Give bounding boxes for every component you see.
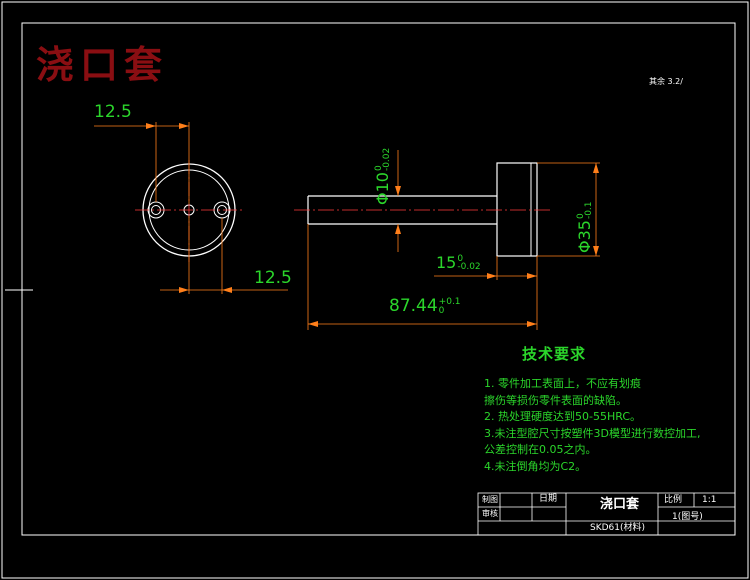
tech-requirements-title: 技术要求 [522, 345, 587, 363]
dim-head-length-tolerance: 0-0.02 [457, 254, 481, 272]
dim-total-length-lower: 0 [438, 306, 445, 316]
end-view [94, 122, 288, 294]
dim-head-diameter-text: Φ35 [575, 220, 594, 253]
tb-design-label: 制图 [482, 495, 498, 504]
drawing-title: 浇口套 [36, 42, 169, 87]
title-block [477, 492, 736, 536]
dim-bottom-arrow-left [179, 287, 189, 293]
dim-head-dia-arrow-top [593, 163, 599, 173]
dim-total-arrow-right [527, 321, 537, 327]
dim-pin-diameter-lower: -0.02 [382, 147, 392, 172]
dim-head-len-arrow-left [487, 273, 497, 279]
tb-quantity: 1(图号) [672, 512, 703, 522]
dim-top-arrow-left [146, 123, 156, 129]
dim-pin-diameter-text: Φ10 [373, 172, 392, 205]
dim-end-view-bottom-text: 12.5 [254, 268, 292, 288]
dim-pin-dia-arrow-top [395, 186, 401, 196]
dim-head-diameter-lower: -0.1 [584, 201, 594, 220]
dim-pin-diameter-group: Φ100-0.02 [373, 115, 395, 205]
dim-head-length-group: 150-0.02 [436, 253, 481, 272]
dim-head-diameter-tolerance: 0-0.1 [576, 201, 594, 220]
tech-requirement-line: 4.未注倒角均为C2。 [484, 459, 587, 473]
tb-check-label: 审核 [482, 509, 498, 518]
dim-total-length-text: 87.44 [389, 296, 438, 316]
dim-head-diameter-group: Φ350-0.1 [575, 163, 597, 253]
dim-total-length-upper: +0.1 [438, 297, 461, 307]
dim-head-dia-arrow-bottom [593, 246, 599, 256]
dim-total-arrow-left [308, 321, 318, 327]
dim-head-len-arrow-right [527, 273, 537, 279]
tech-requirement-line: 1. 零件加工表面上，不应有划痕 [484, 377, 641, 390]
tb-date-label: 日期 [539, 494, 558, 504]
dim-head-length-lower: -0.02 [457, 262, 481, 272]
tech-requirement-line: 3.未注型腔尺寸按塑件3D模型进行数控加工, [484, 426, 701, 440]
title-block-frame [477, 492, 736, 536]
tech-requirements-list: 1. 零件加工表面上，不应有划痕 擦伤等损伤零件表面的缺陷。 2. 热处理硬度达… [484, 376, 700, 475]
tb-scale-label: 比例 [664, 495, 683, 505]
dim-bottom-arrow-right [222, 287, 232, 293]
tech-requirement-line: 2. 热处理硬度达到50-55HRC。 [484, 410, 642, 423]
tb-part-name: 浇口套 [600, 497, 640, 512]
dim-pin-diameter-tolerance: 0-0.02 [374, 147, 392, 172]
roughness-note: 其余 3.2/ [649, 77, 683, 86]
tb-material: SKD61(材料) [590, 523, 646, 533]
tech-requirement-line: 擦伤等损伤零件表面的缺陷。 [484, 393, 627, 407]
head-outline [496, 162, 538, 257]
dim-pin-dia-arrow-bottom [395, 224, 401, 234]
tech-requirement-line: 公差控制在0.05之内。 [484, 443, 597, 456]
tb-scale-value: 1:1 [702, 495, 717, 505]
dim-end-view-top-text: 12.5 [94, 102, 132, 122]
dim-top-arrow-right [179, 123, 189, 129]
dim-head-length-upper: 0 [457, 254, 464, 264]
side-view [294, 150, 600, 330]
dim-head-length-text: 15 [436, 253, 457, 272]
